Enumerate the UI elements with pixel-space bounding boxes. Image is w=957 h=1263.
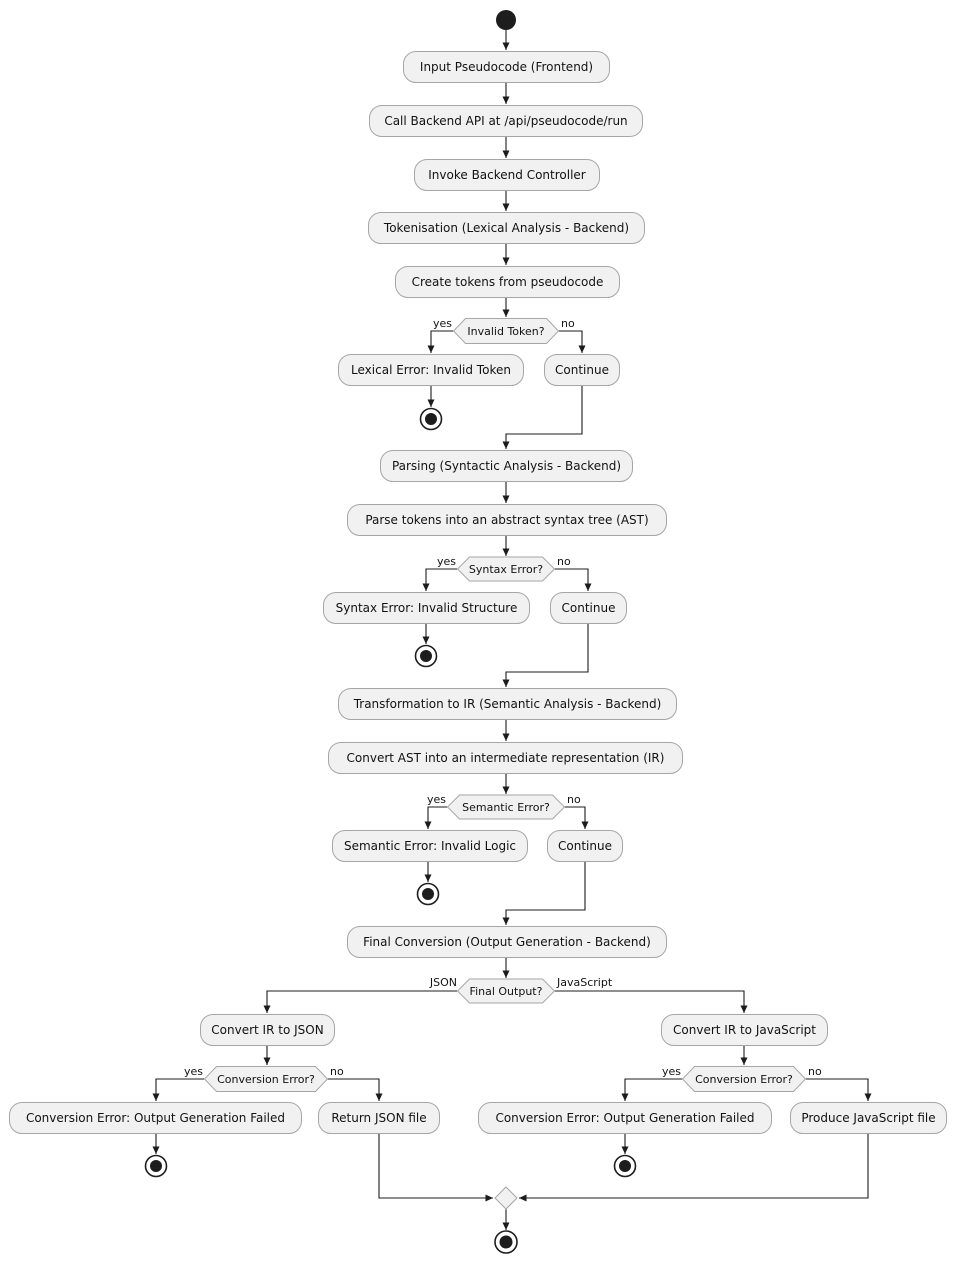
- activity-final-conversion: Final Conversion (Output Generation - Ba…: [347, 926, 667, 958]
- activity-lexical-error: Lexical Error: Invalid Token: [338, 354, 524, 386]
- connector-yes: [424, 806, 448, 829]
- end-node-syntax: [414, 644, 438, 668]
- decision-conversion-error-json: [203, 1066, 329, 1092]
- connector-no: [554, 568, 592, 591]
- edge-label-yes: yes: [436, 555, 456, 568]
- decision-conversion-error-json-label: Conversion Error?: [217, 1073, 315, 1086]
- end-nodes: [144, 407, 637, 1254]
- edge-label-javascript: JavaScript: [557, 976, 613, 989]
- connector-no: [327, 1078, 383, 1101]
- merge-diamond: [494, 1186, 518, 1210]
- decision-final-output-label: Final Output?: [469, 984, 543, 998]
- connectors: [152, 30, 872, 1230]
- decision-conversion-error-js: [681, 1066, 807, 1092]
- connector-yes: [152, 1078, 205, 1101]
- connector-no: [564, 806, 589, 829]
- activity-invoke-controller: Invoke Backend Controller: [414, 159, 600, 191]
- connector: [502, 386, 583, 449]
- activity-continue-2: Continue: [550, 592, 627, 624]
- end-node-conversion-js: [613, 1154, 637, 1178]
- connector-yes: [621, 1078, 683, 1101]
- decision-semantic-error: [446, 794, 566, 820]
- decision-shapes: [203, 318, 807, 1092]
- edge-label-yes: yes: [183, 1065, 203, 1078]
- activity-syntax-error: Syntax Error: Invalid Structure: [323, 592, 530, 624]
- connector-no: [805, 1078, 872, 1101]
- edge-label-yes: yes: [432, 317, 452, 330]
- edge-label-no: no: [561, 317, 575, 330]
- activity-call-backend-api: Call Backend API at /api/pseudocode/run: [369, 105, 643, 137]
- end-node-semantic: [416, 882, 440, 906]
- decision-invalid-token-label: Invalid Token?: [467, 325, 545, 338]
- activity-transformation-ir: Transformation to IR (Semantic Analysis …: [338, 688, 677, 720]
- activity-continue-1: Continue: [544, 354, 620, 386]
- activity-convert-ast: Convert AST into an intermediate represe…: [328, 742, 683, 774]
- connector: [502, 624, 589, 687]
- edge-label-json: JSON: [429, 976, 457, 989]
- activity-tokenisation: Tokenisation (Lexical Analysis - Backend…: [368, 212, 645, 244]
- edge-label-no: no: [557, 555, 571, 568]
- activity-create-tokens: Create tokens from pseudocode: [395, 266, 620, 298]
- activity-continue-3: Continue: [547, 830, 623, 862]
- end-node-final: [494, 1230, 518, 1254]
- end-node-conversion-json: [144, 1154, 168, 1178]
- activity-conversion-error-js: Conversion Error: Output Generation Fail…: [478, 1102, 772, 1134]
- connector: [519, 1134, 869, 1202]
- activity-convert-ir-js: Convert IR to JavaScript: [661, 1014, 828, 1046]
- decision-syntax-error-label: Syntax Error?: [468, 562, 544, 576]
- activity-return-json: Return JSON file: [318, 1102, 440, 1134]
- activity-produce-js: Produce JavaScript file: [790, 1102, 947, 1134]
- decision-syntax-error: [456, 556, 556, 582]
- activity-convert-ir-json: Convert IR to JSON: [200, 1014, 335, 1046]
- connector: [378, 1134, 493, 1202]
- decision-conversion-error-js-label: Conversion Error?: [695, 1073, 793, 1086]
- edge-label-yes: yes: [426, 793, 446, 806]
- activity-parsing: Parsing (Syntactic Analysis - Backend): [380, 450, 633, 482]
- connector-yes: [427, 330, 454, 353]
- activity-semantic-error: Semantic Error: Invalid Logic: [332, 830, 528, 862]
- connector-no: [558, 330, 586, 353]
- connector-javascript: [554, 990, 748, 1013]
- decision-semantic-error-label: Semantic Error?: [462, 800, 550, 814]
- activity-input-pseudocode: Input Pseudocode (Frontend): [403, 51, 610, 83]
- edge-label-no: no: [330, 1065, 344, 1078]
- activity-conversion-error-json: Conversion Error: Output Generation Fail…: [9, 1102, 302, 1134]
- end-node-lexical: [419, 407, 443, 431]
- activity-parse-tokens: Parse tokens into an abstract syntax tre…: [347, 504, 667, 536]
- decision-invalid-token: [452, 318, 560, 344]
- connector-yes: [422, 568, 458, 591]
- edge-label-yes: yes: [661, 1065, 681, 1078]
- edge-label-no: no: [808, 1065, 822, 1078]
- edge-label-no: no: [567, 793, 581, 806]
- decision-final-output: [456, 978, 556, 1004]
- start-node: [496, 10, 516, 30]
- connector-json: [263, 990, 458, 1013]
- connector: [502, 862, 586, 925]
